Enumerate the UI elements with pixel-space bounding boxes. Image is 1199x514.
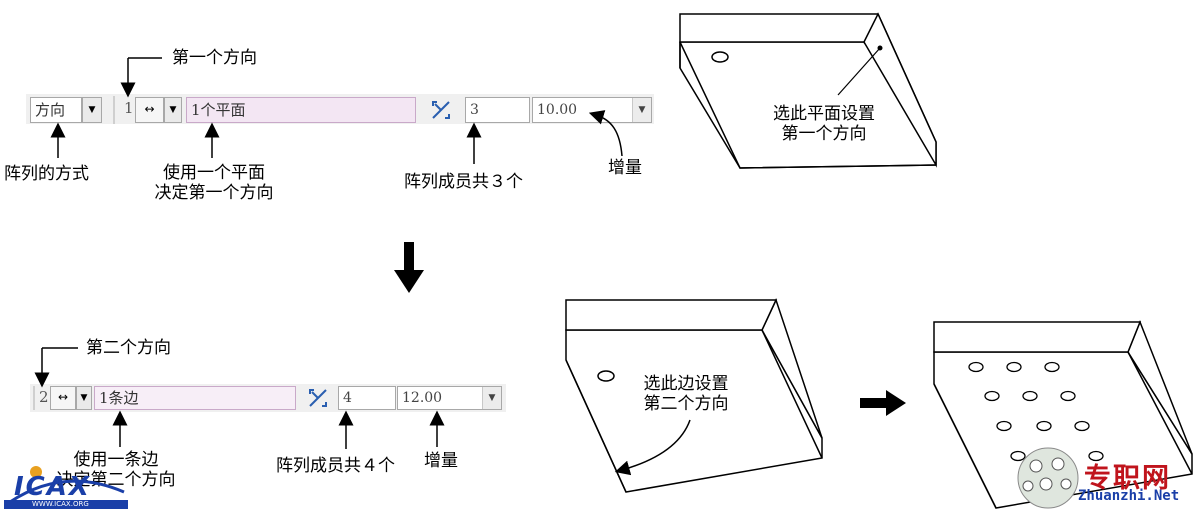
block-1-callout [837,45,883,96]
direction-2-increment-value: 12.00 [402,390,443,406]
toolbar-separator [33,386,35,410]
chevron-down-icon[interactable]: ▼ [632,98,651,122]
icax-logo-text: ICAX [14,472,91,502]
block-1-callout-line2: 第一个方向 [781,124,867,144]
direction-2-count-input[interactable]: 4 [338,386,396,410]
right-arrow-icon [860,390,906,416]
flip-direction-icon [309,389,327,407]
ref1-label-line2: 决定第一个方向 [154,183,274,203]
toolbar-separator [113,96,115,124]
count2-label: 阵列成员共４个 [276,456,395,476]
direction-1-reference-field[interactable]: 1个平面 [186,97,416,123]
down-arrow-icon [394,242,424,293]
block-2-callout-arrow [614,419,691,476]
dir1-caption: 第一个方向 [172,48,257,68]
direction-2-reference-value: 1条边 [99,389,139,407]
bidirection-icon: ↔ [57,390,69,404]
pattern-mode-label: 阵列的方式 [4,164,89,184]
pattern-mode-value: 方向 [35,101,66,119]
count1-label: 阵列成员共３个 [404,172,523,192]
dir2-leader [34,347,78,388]
block-3 [933,319,1193,509]
increment1-label: 增量 [608,158,642,178]
block-1-callout-text: 选此平面设置 第一个方向 [762,104,886,144]
flip-direction-1-button[interactable] [429,98,453,122]
direction-index-1: 1 [124,99,134,117]
direction-index-2: 2 [39,388,49,406]
direction-1-reference-value: 1个平面 [191,101,246,119]
direction-1-type-dropdown[interactable]: ▼ [164,97,182,123]
bidirection-icon: ↔ [144,102,155,116]
block-1 [679,12,937,169]
flip-direction-2-button[interactable] [307,387,329,409]
direction-2-increment-combo[interactable]: 12.00 ▼ [397,386,502,410]
flip-direction-icon [432,101,450,119]
icax-logo-mark [4,466,128,509]
direction-1-count-input[interactable]: 3 [465,97,530,123]
pattern-holes [968,361,1104,462]
dir1-leader [120,57,162,98]
ref1-label-line1: 使用一个平面 [163,163,265,183]
pattern-mode-select[interactable]: 方向 [30,97,82,123]
zhuanzhi-logo-ball [1017,447,1079,509]
pattern-mode-dropdown[interactable]: ▼ [82,97,102,123]
icax-logo-url: WWW.ICAX.ORG [32,500,89,508]
zhuanzhi-logo-cn: 专职网 [1084,463,1171,494]
icax-logo: ICAX WWW.ICAX.ORG [4,462,128,510]
increment2-label: 增量 [424,451,458,471]
increment1-arrow [588,110,623,157]
ref2-label-line1: 使用一条边 [73,450,159,470]
block-2 [565,297,823,493]
direction-1-count-value: 3 [470,102,479,118]
block-1-callout-line1: 选此平面设置 [773,104,875,124]
block-2-callout-line2: 第二个方向 [643,394,729,414]
direction-1-increment-value: 10.00 [537,102,578,118]
dir2-caption: 第二个方向 [86,338,171,358]
block-2-callout-text: 选此边设置 第二个方向 [634,374,738,414]
ref2-label-line2: 决定第二个方向 [56,470,176,490]
ref1-label: 使用一个平面 决定第一个方向 [142,163,286,203]
direction-2-type-button[interactable]: ↔ [50,386,76,410]
chevron-down-icon[interactable]: ▼ [482,387,501,409]
block-2-callout-line1: 选此边设置 [643,374,729,394]
direction-1-type-button[interactable]: ↔ [135,97,164,123]
direction-2-type-dropdown[interactable]: ▼ [76,386,92,410]
ref2-label: 使用一条边 决定第二个方向 [42,450,190,490]
direction-2-reference-field[interactable]: 1条边 [94,386,296,410]
direction-2-count-value: 4 [343,390,352,406]
zhuanzhi-logo-en: Zhuanzhi.Net [1078,488,1180,504]
